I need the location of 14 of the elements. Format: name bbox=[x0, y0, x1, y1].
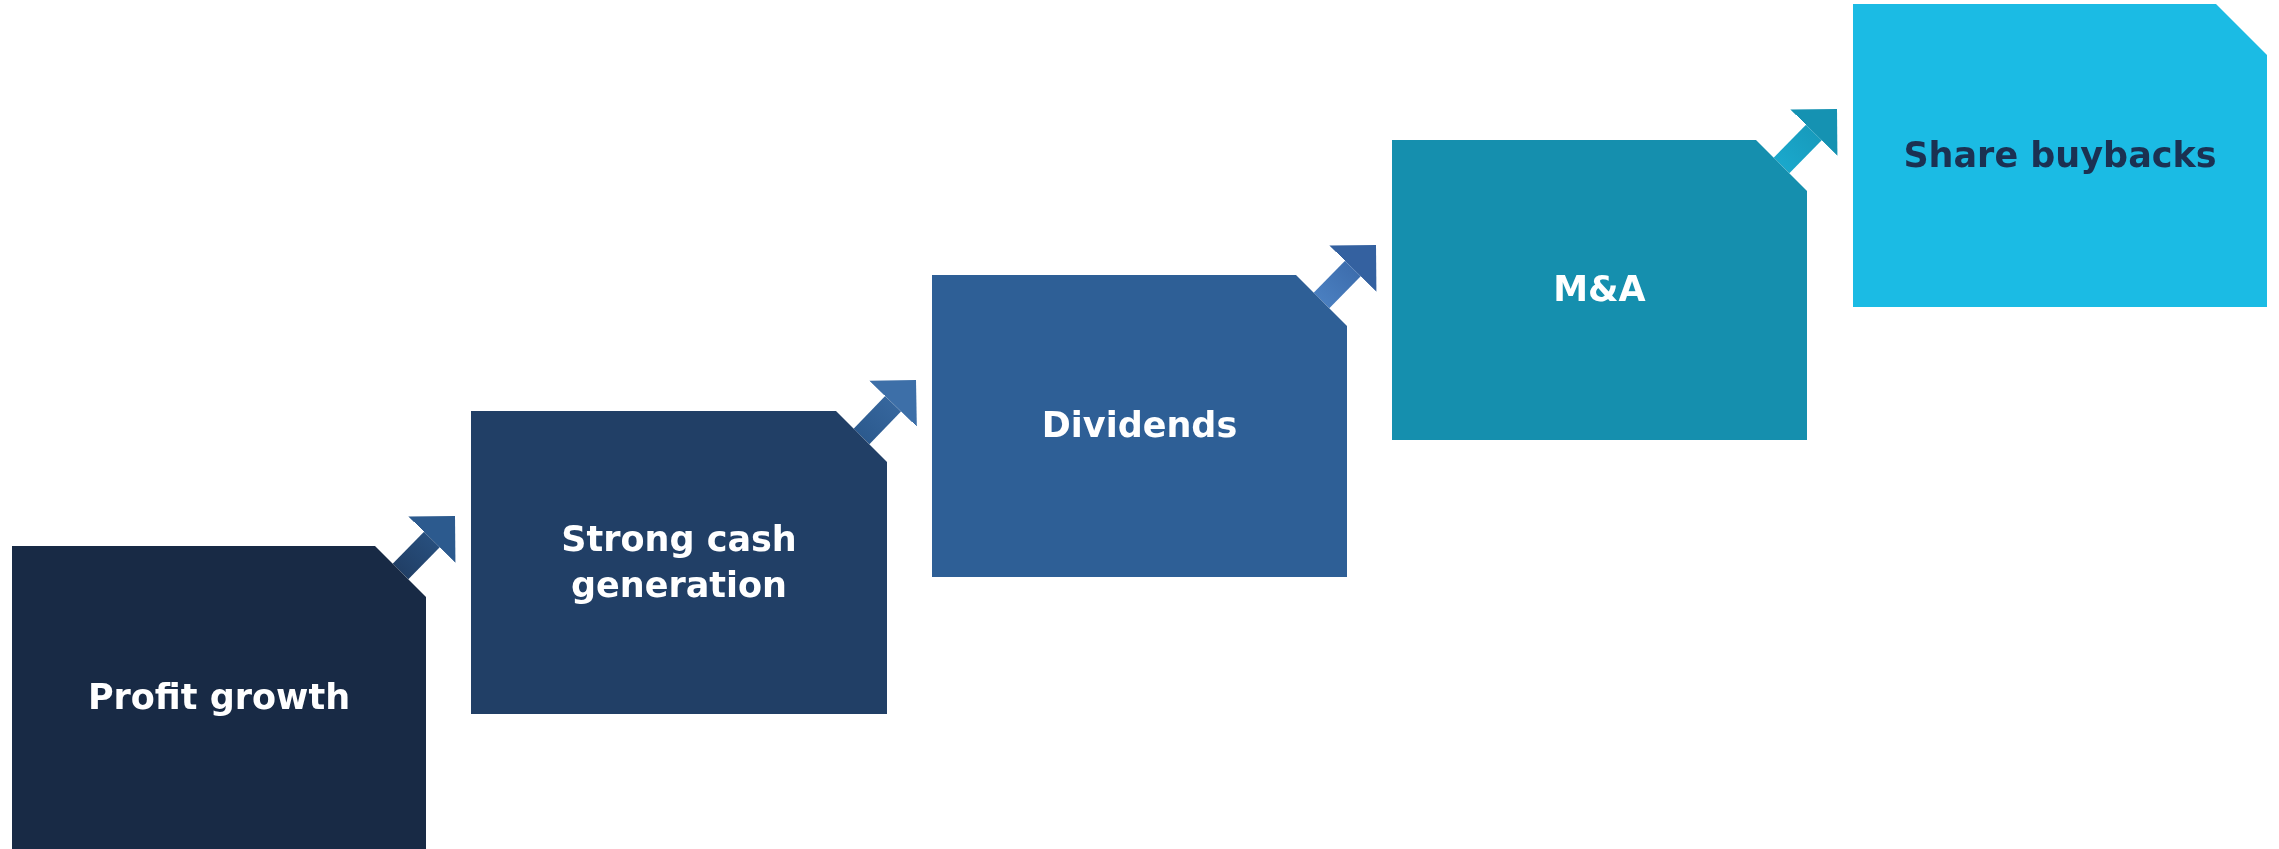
step-box bbox=[1853, 4, 2267, 307]
step-label: Share buybacks bbox=[1903, 133, 2217, 177]
step-box bbox=[471, 411, 887, 714]
arrow bbox=[1773, 109, 1838, 174]
step-label: Dividends bbox=[1041, 404, 1238, 448]
step-box bbox=[932, 275, 1347, 577]
step-box bbox=[1392, 140, 1807, 440]
step-label: Profit growth bbox=[87, 675, 351, 719]
step-label: Strong cash generation bbox=[560, 518, 798, 607]
arrow bbox=[392, 516, 456, 580]
step-box bbox=[12, 546, 426, 849]
step-label: M&A bbox=[1553, 268, 1646, 312]
arrow bbox=[853, 380, 917, 445]
arrow bbox=[1313, 245, 1377, 309]
